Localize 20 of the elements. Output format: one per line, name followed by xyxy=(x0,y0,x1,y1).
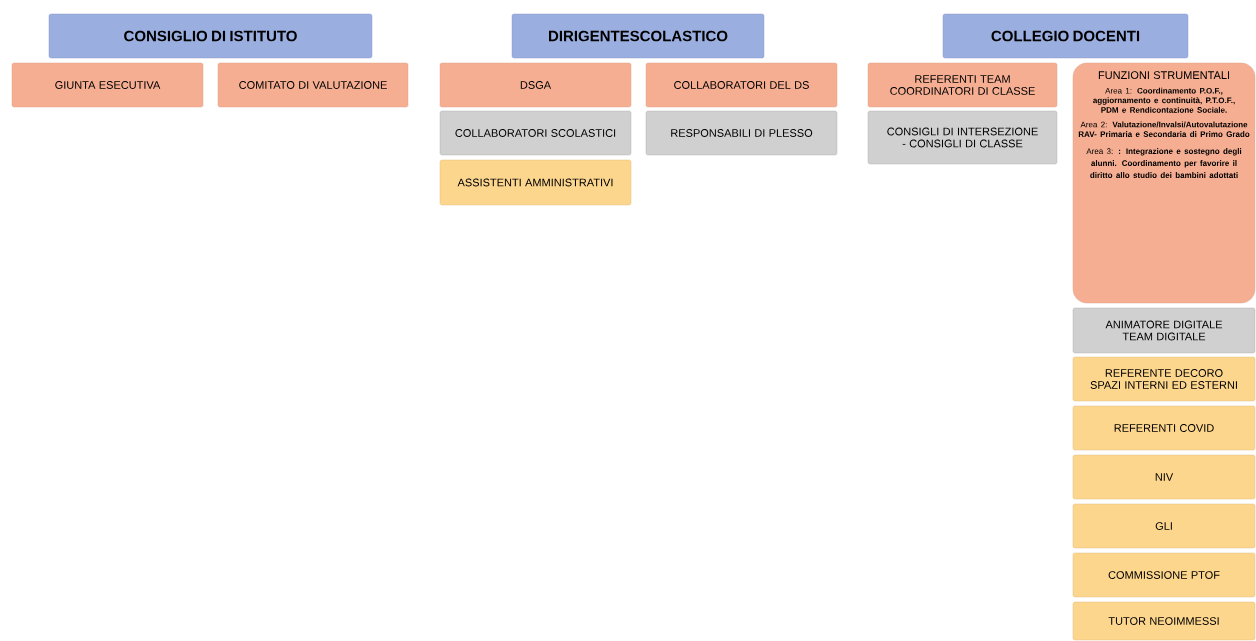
header-box: DIRIGENTESCOLASTICO xyxy=(511,13,765,59)
role-box: RESPONSABILI DI PLESSO xyxy=(645,110,838,156)
role-box: COLLABORATORI SCOLASTICI xyxy=(439,110,632,156)
role-box: REFERENTE DECORO SPAZI INTERNI ED ESTERNI xyxy=(1072,356,1256,402)
role-box: TUTOR NEOIMMESSI xyxy=(1072,601,1256,641)
role-box: ASSISTENTI AMMINISTRATIVI xyxy=(439,159,632,206)
role-box: GIUNTA ESECUTIVA xyxy=(11,62,204,108)
role-box: FUNZIONI STRUMENTALI Area 1: Coordinamento P.O.F., aggiornamento e continuità, P.T.O.F., PDM e Rendicontazione Sociale. Area 2: Valutazione/Invalsi/Autovalutazione RAV- Primaria e Secondaria di Primo Grado Area 3: : Integrazione e sostegno degli alunni. Coordinamento per favorire il diritto allo studio dei bambini adottati xyxy=(1072,62,1256,304)
header-box: COLLEGIO DOCENTI xyxy=(942,13,1189,59)
role-box: CONSIGLI DI INTERSEZIONE - CONSIGLI DI CLASSE xyxy=(867,110,1058,165)
role-box: NIV xyxy=(1072,454,1256,500)
header-box: CONSIGLIO DI ISTITUTO xyxy=(48,13,373,59)
role-box: COMMISSIONE PTOF xyxy=(1072,552,1256,598)
role-box: GLI xyxy=(1072,503,1256,549)
role-box: COMITATO DI VALUTAZIONE xyxy=(217,62,409,108)
role-box: REFERENTI TEAM COORDINATORI DI CLASSE xyxy=(867,62,1058,108)
role-box: COLLABORATORI DEL DS xyxy=(645,62,838,108)
role-box: ANIMATORE DIGITALE TEAM DIGITALE xyxy=(1072,307,1256,354)
role-box: REFERENTI COVID xyxy=(1072,405,1256,451)
role-box: DSGA xyxy=(439,62,632,108)
